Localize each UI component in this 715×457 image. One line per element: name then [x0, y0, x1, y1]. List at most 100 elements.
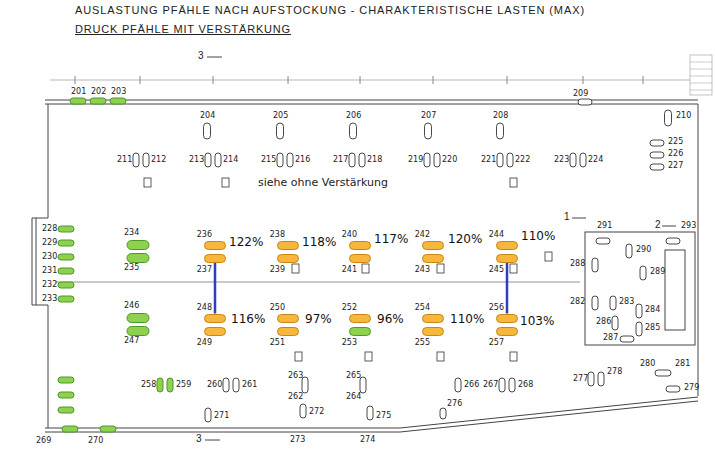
pile-number: 279	[684, 384, 699, 392]
pile-number: 244	[489, 231, 504, 239]
pile-number: 220	[442, 156, 457, 164]
utilization-percent: 116%	[231, 313, 265, 325]
pile-number: 201	[71, 88, 86, 96]
section-marker: 1	[564, 212, 570, 222]
pile-number: 288	[570, 260, 585, 268]
pile-number: 227	[668, 162, 683, 170]
pile-number: 253	[342, 339, 357, 347]
pile-number: 213	[189, 156, 204, 164]
structure-lines	[32, 55, 712, 440]
title-text: AUSLASTUNG PFÄHLE NACH AUFSTOCKUNG - CHA…	[75, 5, 585, 16]
green-piles	[58, 98, 173, 432]
pile-oval: 255	[422, 327, 444, 336]
pile-number: 214	[223, 156, 238, 164]
section-marker: 3	[196, 434, 202, 444]
pile-number: 293	[681, 222, 696, 230]
pile-oval: 250	[277, 314, 299, 323]
pile-number: 245	[489, 266, 504, 274]
pile-number: 202	[91, 88, 106, 96]
pile-number: 281	[675, 360, 690, 368]
pile-number: 256	[489, 304, 504, 312]
pile-oval: 252	[349, 314, 371, 323]
pile-number: 206	[346, 112, 361, 120]
utilization-percent: 118%	[302, 236, 336, 248]
pile-number: 264	[346, 393, 361, 401]
pile-number: 280	[640, 360, 655, 368]
pile-number: 208	[493, 112, 508, 120]
pile-number: 212	[151, 156, 166, 164]
pile-number: 267	[483, 381, 498, 389]
utilization-percent: 96%	[377, 313, 404, 325]
pile-number: 274	[360, 436, 375, 444]
pile-number: 263	[288, 372, 303, 380]
pile-number: 285	[645, 324, 660, 332]
pile-number: 243	[415, 266, 430, 274]
pile-number: 259	[176, 381, 191, 389]
pile-number: 284	[645, 306, 660, 314]
pile-oval: 251	[277, 327, 299, 336]
pile-number: 241	[342, 266, 357, 274]
pile-number: 268	[518, 381, 533, 389]
pile-oval: 244	[496, 241, 518, 250]
pile-oval: 238	[277, 241, 299, 250]
pile-number: 229	[42, 239, 57, 247]
pile-number: 289	[650, 268, 665, 276]
pile-number: 287	[603, 334, 618, 342]
pile-oval: 257	[496, 327, 518, 336]
pile-number: 209	[573, 90, 588, 98]
pile-number: 291	[597, 222, 612, 230]
pile-number: 282	[570, 298, 585, 306]
pile-number: 231	[42, 267, 57, 275]
pile-number: 235	[124, 264, 139, 272]
pile-number: 222	[515, 156, 530, 164]
pile-number: 225	[668, 138, 683, 146]
pile-number: 246	[124, 302, 139, 310]
pile-number: 218	[367, 156, 382, 164]
pile-oval: 249	[204, 327, 226, 336]
pile-oval: 254	[422, 314, 444, 323]
pile-number: 275	[376, 412, 391, 420]
pile-number: 242	[415, 231, 430, 239]
section-marker: 2	[655, 220, 661, 230]
pile-oval: 237	[204, 254, 226, 263]
pile-number: 233	[42, 295, 57, 303]
pile-number: 203	[111, 88, 126, 96]
pile-number: 276	[447, 400, 462, 408]
pile-number: 269	[36, 437, 51, 445]
pile-number: 236	[197, 231, 212, 239]
pile-number: 260	[207, 381, 222, 389]
pile-oval: 240	[349, 241, 371, 250]
pile-oval: 242	[422, 241, 444, 250]
reinforcement-beam	[506, 263, 509, 314]
utilization-percent: 110%	[450, 313, 484, 325]
pile-number: 207	[421, 112, 436, 120]
pile-number: 211	[117, 156, 132, 164]
marker-squares	[144, 178, 552, 361]
pile-number: 277	[573, 375, 588, 383]
utilization-percent: 97%	[305, 313, 332, 325]
pile-number: 247	[124, 337, 139, 345]
subtitle-text: DRUCK PFÄHLE MIT VERSTÄRKUNG	[75, 24, 291, 35]
pile-oval: 243	[422, 254, 444, 263]
pile-number: 238	[270, 231, 285, 239]
pile-number: 270	[88, 437, 103, 445]
section-marker: 3	[198, 51, 204, 61]
pile-number: 265	[346, 372, 361, 380]
pile-number: 272	[309, 408, 324, 416]
pile-number: 261	[242, 381, 257, 389]
pile-number: 216	[295, 156, 310, 164]
utilization-percent: 117%	[374, 233, 408, 245]
pile-number: 239	[270, 266, 285, 274]
pile-oval: 245	[496, 254, 518, 263]
pile-number: 204	[200, 112, 215, 120]
pile-number: 230	[42, 253, 57, 261]
pile-number: 228	[42, 225, 57, 233]
pile-number: 258	[141, 381, 156, 389]
utilization-percent: 122%	[229, 236, 263, 248]
note-text: siehe ohne Verstärkung	[258, 177, 388, 188]
utilization-percent: 120%	[448, 233, 482, 245]
pile-number: 290	[636, 246, 651, 254]
pile-number: 210	[676, 112, 691, 120]
reinforcement-beam	[214, 263, 217, 314]
